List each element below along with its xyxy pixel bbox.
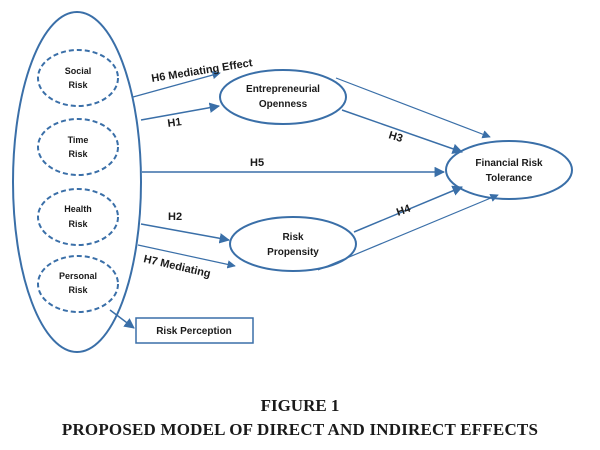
financial-risk-tolerance-label-1: Financial Risk bbox=[475, 158, 543, 169]
label-h5: H5 bbox=[250, 157, 264, 169]
label-h2: H2 bbox=[168, 211, 182, 223]
risk-perception-ellipse bbox=[12, 11, 142, 353]
entrepreneurial-openness-ellipse bbox=[219, 69, 347, 125]
arrow-h7-second bbox=[317, 194, 499, 271]
social-risk-ellipse bbox=[37, 49, 119, 107]
risk-propensity-ellipse bbox=[229, 216, 357, 272]
label-h3: H3 bbox=[387, 129, 404, 145]
social-risk-label-1: Social bbox=[65, 66, 92, 76]
arrow-h4 bbox=[353, 185, 463, 233]
arrow-h6-first bbox=[132, 70, 221, 98]
label-h1: H1 bbox=[167, 116, 183, 130]
personal-risk-ellipse bbox=[37, 255, 119, 313]
personal-risk-label-2: Risk bbox=[68, 285, 88, 295]
health-risk-ellipse bbox=[37, 188, 119, 246]
financial-risk-tolerance-label-2: Tolerance bbox=[486, 173, 533, 184]
entrepreneurial-openness-label-1: Entrepreneurial bbox=[246, 84, 320, 95]
social-risk-label-2: Risk bbox=[68, 80, 88, 90]
label-h7: H7 Mediating bbox=[142, 253, 211, 280]
personal-risk-label-1: Personal bbox=[59, 271, 97, 281]
arrow-h2 bbox=[140, 223, 231, 244]
time-risk-ellipse bbox=[37, 118, 119, 176]
financial-risk-tolerance-ellipse bbox=[445, 140, 573, 200]
risk-propensity-label-1: Risk bbox=[282, 232, 304, 243]
risk-perception-box bbox=[135, 317, 254, 344]
arrow-h6-second bbox=[335, 77, 491, 139]
arrow-h1 bbox=[140, 102, 221, 121]
risk-perception-pointer bbox=[109, 309, 135, 329]
time-risk-label-1: Time bbox=[68, 135, 89, 145]
figure-title: PROPOSED MODEL OF DIRECT AND INDIRECT EF… bbox=[61, 420, 539, 439]
label-h4: H4 bbox=[395, 202, 413, 218]
health-risk-label-1: Health bbox=[64, 204, 92, 214]
risk-propensity-label-2: Propensity bbox=[267, 247, 319, 258]
arrow-h7-first bbox=[137, 244, 236, 269]
entrepreneurial-openness-label-2: Openness bbox=[259, 99, 308, 110]
risk-perception-label: Risk Perception bbox=[156, 326, 232, 337]
health-risk-label-2: Risk bbox=[68, 219, 88, 229]
time-risk-label-2: Risk bbox=[68, 149, 88, 159]
arrow-h3 bbox=[341, 109, 463, 154]
figure-number: FIGURE 1 bbox=[260, 396, 340, 415]
